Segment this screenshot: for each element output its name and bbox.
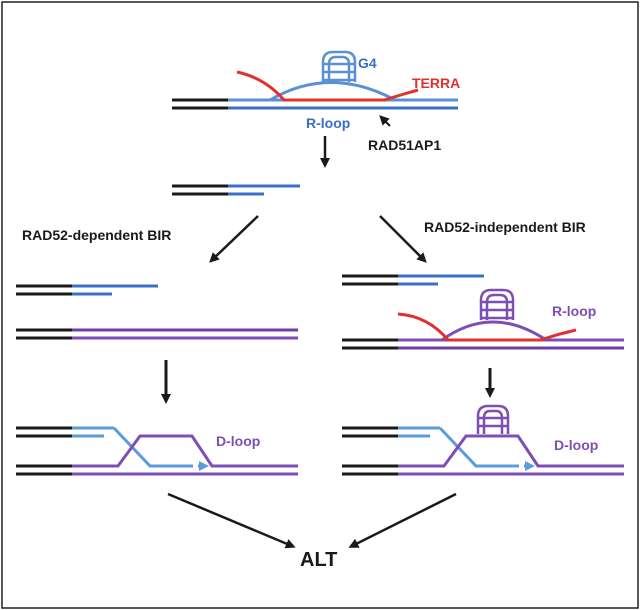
rloop-top-label: R-loop	[306, 115, 350, 131]
arrow-to-rad52-dependent	[209, 215, 259, 263]
right-break-end	[342, 274, 484, 286]
arrow-right-to-alt	[348, 492, 457, 548]
rad51ap1-label: RAD51AP1	[368, 137, 441, 153]
rad52-independent-label: RAD52-independent BIR	[424, 219, 586, 235]
g4-label: G4	[358, 55, 377, 71]
rad51ap1-arrow	[379, 115, 391, 127]
left-dloop-structure	[16, 426, 298, 476]
alt-label: ALT	[300, 549, 337, 571]
rad52-dependent-label: RAD52-dependent BIR	[22, 227, 171, 243]
right-rloop-template	[342, 288, 624, 350]
dloop-g4-structure-icon	[476, 404, 510, 434]
arrow-left-to-alt	[167, 492, 296, 549]
terra-label: TERRA	[412, 75, 460, 91]
left-break-and-template	[16, 284, 298, 340]
top-rloop-group: G4 TERRA R-loop RAD51AP1	[172, 50, 460, 153]
g4-structure-icon	[321, 50, 357, 82]
terra-rna-strand	[236, 70, 419, 102]
right-g4-structure-icon	[479, 288, 515, 320]
arrow-to-rad52-independent	[379, 215, 427, 263]
dloop-left-label: D-loop	[216, 433, 260, 449]
broken-telomere-end	[172, 184, 300, 196]
right-dloop-structure	[342, 404, 624, 476]
top-displaced-strand	[269, 81, 396, 102]
rloop-right-label: R-loop	[552, 303, 596, 319]
dloop-right-label: D-loop	[554, 437, 598, 453]
